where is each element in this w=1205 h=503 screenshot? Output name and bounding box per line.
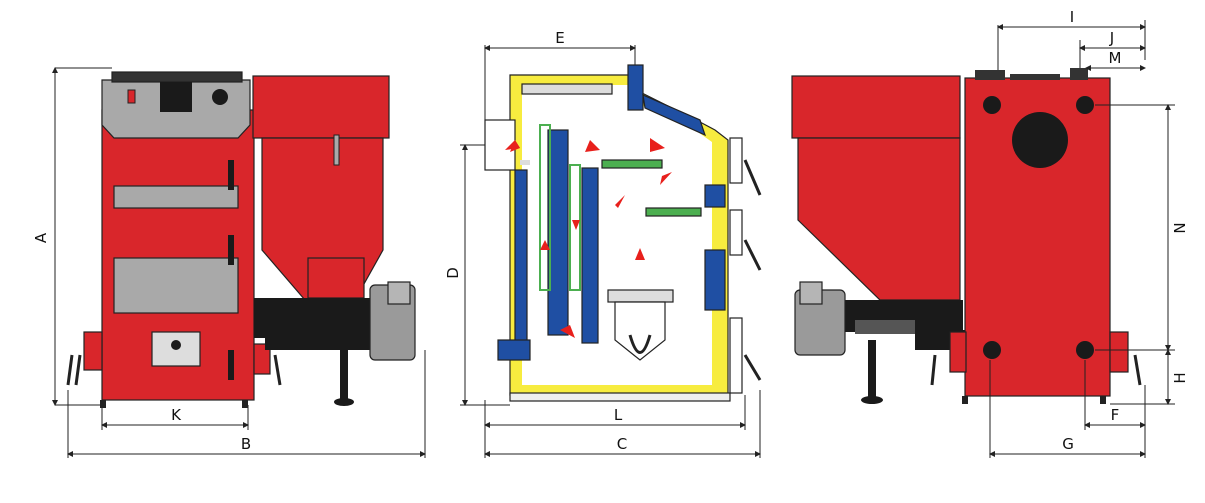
- rear-connection-icon: [983, 96, 1001, 114]
- front-indicator-icon: [127, 89, 136, 104]
- front-view: [66, 71, 416, 408]
- section-water-jacket: [581, 167, 599, 344]
- section-view: [484, 64, 762, 402]
- dimension-label-d: D: [444, 267, 462, 279]
- rear-view: [791, 68, 1142, 404]
- front-upper-door-panel: [113, 185, 239, 209]
- front-hopper-top: [252, 75, 390, 139]
- rear-hopper-top: [791, 75, 961, 139]
- section-baffle: [645, 207, 702, 217]
- rear-connection-icon: [983, 341, 1001, 359]
- dimension-label-h: H: [1171, 372, 1189, 383]
- dimension-label-m: M: [1109, 49, 1122, 67]
- dimension-label-j: J: [1109, 29, 1114, 47]
- front-side-pipe-right: [253, 343, 271, 375]
- front-flue-stub: [160, 82, 192, 112]
- section-water-jacket: [547, 129, 569, 336]
- front-side-pipe-left: [83, 331, 103, 371]
- dimension-labels: A K B E D L C I J M N H F G: [32, 8, 1189, 453]
- dimension-label-n: N: [1171, 222, 1189, 233]
- dimension-label-k: K: [171, 406, 182, 424]
- section-baffle: [601, 159, 663, 169]
- front-handle-icon: [228, 160, 234, 190]
- rear-connection-icon: [1076, 96, 1094, 114]
- dimension-label-f: F: [1111, 406, 1120, 424]
- dimension-label-i: I: [1070, 8, 1074, 26]
- rear-hopper-funnel: [797, 137, 961, 301]
- dimension-label-b: B: [241, 435, 251, 453]
- dimension-label-e: E: [555, 29, 564, 47]
- rear-connection-icon: [1076, 341, 1094, 359]
- front-handle-icon: [228, 235, 234, 265]
- section-flue-outlet: [729, 137, 743, 184]
- rear-flue-icon: [1012, 112, 1068, 168]
- front-middle-door-panel: [113, 257, 239, 314]
- section-water-jacket: [514, 169, 528, 351]
- front-gauge-icon: [212, 89, 228, 105]
- flow-arrow-icon: [505, 138, 672, 338]
- dimension-label-c: C: [617, 435, 627, 453]
- front-top-cover: [111, 71, 243, 83]
- dimension-label-l: L: [614, 406, 623, 424]
- section-burner-icon: [607, 289, 674, 303]
- dimension-label-a: A: [32, 232, 50, 243]
- dimension-lines: [52, 20, 1175, 458]
- dimension-label-g: G: [1062, 435, 1074, 453]
- front-handle-icon: [228, 350, 234, 380]
